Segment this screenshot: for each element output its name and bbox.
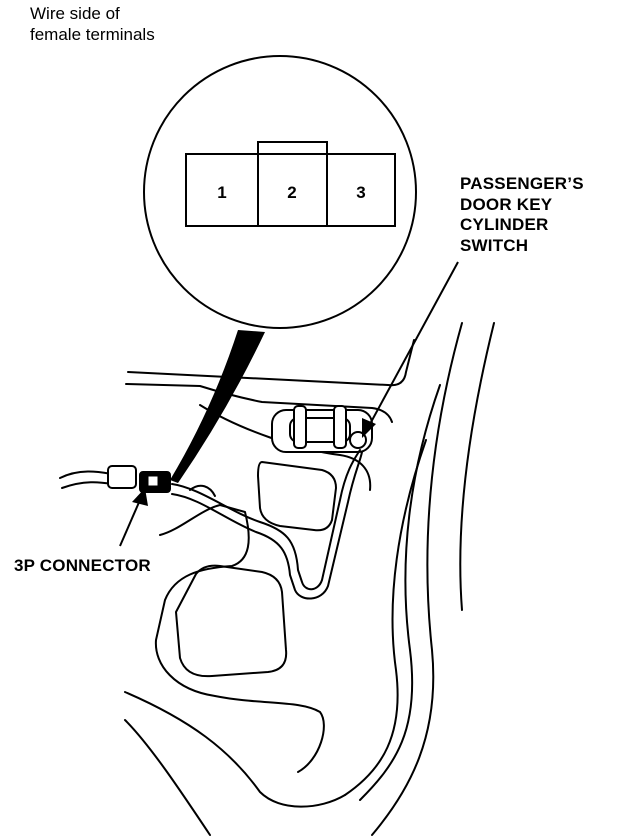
door-window-sill-lower xyxy=(125,383,393,423)
switch-right-clip xyxy=(333,405,347,449)
connector-leader-line xyxy=(119,499,141,547)
door-bottom-edge xyxy=(124,719,211,836)
door-panel xyxy=(124,322,495,836)
door-cutout-lower xyxy=(175,564,288,678)
door-inner-edge-2 xyxy=(344,439,427,796)
connector-lock-tab xyxy=(257,141,328,154)
wire-side-note: Wire side of female terminals xyxy=(30,4,155,44)
connector-leader-arrowhead xyxy=(132,488,148,506)
3p-connector xyxy=(107,465,171,493)
switch-left-clip xyxy=(293,405,307,449)
switch-leader-line xyxy=(369,261,459,425)
connector-female-half xyxy=(107,465,137,489)
harness-branch xyxy=(189,484,216,497)
harness-main-inner xyxy=(171,451,363,600)
harness-lead-outer xyxy=(59,470,113,479)
door-inner-edge-3 xyxy=(459,322,495,611)
terminal-2-label: 2 xyxy=(287,183,296,202)
switch-callout-label: PASSENGER’S DOOR KEY CYLINDER SWITCH xyxy=(460,174,584,256)
harness-lead-inner xyxy=(61,481,113,489)
door-inner-panel-contour xyxy=(154,504,325,773)
key-cylinder-switch xyxy=(271,405,373,453)
connector-face xyxy=(185,141,396,227)
door-window-sill-upper xyxy=(127,339,415,387)
leader-lines xyxy=(119,261,459,547)
harness-main-outer xyxy=(171,449,361,591)
connector-male-latch xyxy=(147,475,159,487)
terminal-1-label: 1 xyxy=(217,183,226,202)
door-outer-edge xyxy=(371,322,463,836)
switch-leader-arrowhead xyxy=(362,418,376,438)
magnifier-circle xyxy=(143,55,417,329)
connector-callout-label: 3P CONNECTOR xyxy=(14,556,151,575)
terminal-3-label: 3 xyxy=(356,183,365,202)
connector-face-body xyxy=(185,153,396,227)
door-lower-edge xyxy=(124,691,346,808)
door-service-hole xyxy=(257,461,337,532)
magnifier-pointer-wedge xyxy=(170,330,265,483)
